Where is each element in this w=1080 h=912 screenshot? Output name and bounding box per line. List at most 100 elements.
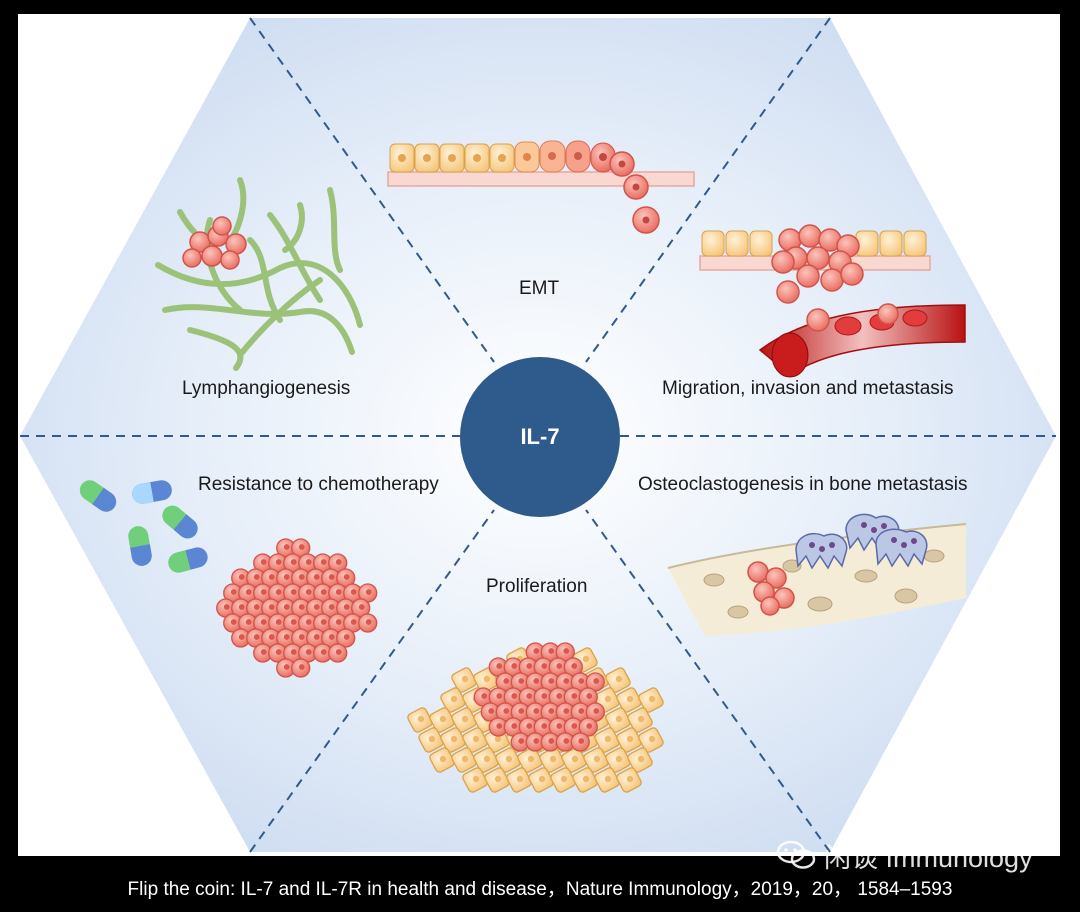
cell-nucleus [298, 574, 305, 580]
label-lymphangiogenesis: Lymphangiogenesis [182, 378, 351, 399]
cell-nucleus [260, 619, 267, 625]
cell-nucleus [593, 678, 600, 684]
cell-nucleus [350, 589, 357, 595]
segment-dividers [20, 17, 1056, 853]
cell-nucleus [450, 695, 458, 703]
cell-nucleus [335, 589, 342, 595]
cell-nucleus [503, 708, 510, 714]
cell-nucleus [549, 755, 557, 763]
cell-nucleus [626, 735, 634, 743]
cell-nucleus [496, 693, 503, 699]
resistant-tumor-mass [216, 538, 378, 678]
cell-nucleus [365, 619, 372, 625]
cell-nucleus [615, 755, 623, 763]
cell-nucleus [494, 775, 502, 783]
cell-nucleus [290, 649, 297, 655]
cell-nucleus [428, 735, 436, 743]
cell-nucleus [335, 619, 342, 625]
cell-nucleus [343, 574, 350, 580]
cell-nucleus [556, 663, 563, 669]
cell-nucleus [563, 708, 570, 714]
cell-nucleus [253, 604, 260, 610]
cell-nucleus [571, 755, 579, 763]
label-resistance: Resistance to chemotherapy [198, 474, 439, 495]
cell-nucleus [275, 589, 282, 595]
cell-nucleus [350, 619, 357, 625]
cell-nucleus [343, 634, 350, 640]
cell-nucleus [290, 589, 297, 595]
invading-tumor-cells [771, 224, 864, 304]
cell-nucleus [238, 634, 245, 640]
cell-nucleus [563, 678, 570, 684]
cell-nucleus [527, 755, 535, 763]
cell-nucleus [571, 663, 578, 669]
proliferation-tumor-cells [473, 642, 605, 752]
cell-nucleus [593, 755, 601, 763]
cell-nucleus [461, 715, 469, 723]
cell-nucleus [358, 604, 365, 610]
cell-nucleus [533, 648, 540, 654]
cell-nucleus [541, 693, 548, 699]
cell-nucleus [313, 574, 320, 580]
cell-nucleus [238, 604, 245, 610]
cell-nucleus [253, 574, 260, 580]
cell-nucleus [556, 723, 563, 729]
cell-nucleus [526, 723, 533, 729]
cell-nucleus [245, 619, 252, 625]
il7-center-circle [460, 357, 620, 517]
cell-nucleus [556, 693, 563, 699]
cell-nucleus [298, 664, 305, 670]
cell-nucleus [526, 663, 533, 669]
watermark: 闲谈 Immunology [776, 838, 1033, 873]
cell-nucleus [320, 589, 327, 595]
cell-nucleus [518, 708, 525, 714]
cell-nucleus [533, 708, 540, 714]
cell-nucleus [494, 735, 502, 743]
cell-nucleus [305, 619, 312, 625]
cell-nucleus [604, 775, 612, 783]
cell-nucleus [483, 675, 491, 683]
wechat-icon [776, 840, 816, 869]
cell-nucleus [461, 755, 469, 763]
cell-nucleus [586, 723, 593, 729]
cell-nucleus [511, 693, 518, 699]
cell-nucleus [582, 775, 590, 783]
cell-nucleus [578, 708, 585, 714]
cell-nucleus [417, 715, 425, 723]
cell-nucleus [516, 775, 524, 783]
cell-nucleus [505, 755, 513, 763]
cell-nucleus [320, 619, 327, 625]
cell-nucleus [283, 574, 290, 580]
cell-nucleus [305, 559, 312, 565]
cell-nucleus [541, 663, 548, 669]
epithelial-cells-row [389, 140, 616, 173]
cell-nucleus [450, 735, 458, 743]
cell-nucleus [481, 693, 488, 699]
cell-nucleus [290, 619, 297, 625]
cell-nucleus [571, 693, 578, 699]
cell-nucleus [275, 649, 282, 655]
watermark-text: 闲谈 Immunology [824, 842, 1033, 873]
cell-nucleus [268, 574, 275, 580]
cell-nucleus [313, 634, 320, 640]
chemotherapy-capsules [79, 480, 208, 573]
cell-nucleus [298, 604, 305, 610]
cell-nucleus [648, 695, 656, 703]
cell-nucleus [472, 735, 480, 743]
cell-nucleus [461, 675, 469, 683]
center-label: IL-7 [520, 424, 560, 449]
migration-illustration [699, 224, 966, 378]
cell-nucleus [230, 589, 237, 595]
cell-nucleus [526, 693, 533, 699]
cell-nucleus [439, 755, 447, 763]
cell-nucleus [578, 678, 585, 684]
cell-nucleus [637, 755, 645, 763]
cell-nucleus [511, 723, 518, 729]
lymph-tumor-cluster [182, 216, 247, 270]
cell-nucleus [305, 649, 312, 655]
cell-nucleus [313, 604, 320, 610]
cell-nucleus [328, 634, 335, 640]
cell-nucleus [328, 574, 335, 580]
